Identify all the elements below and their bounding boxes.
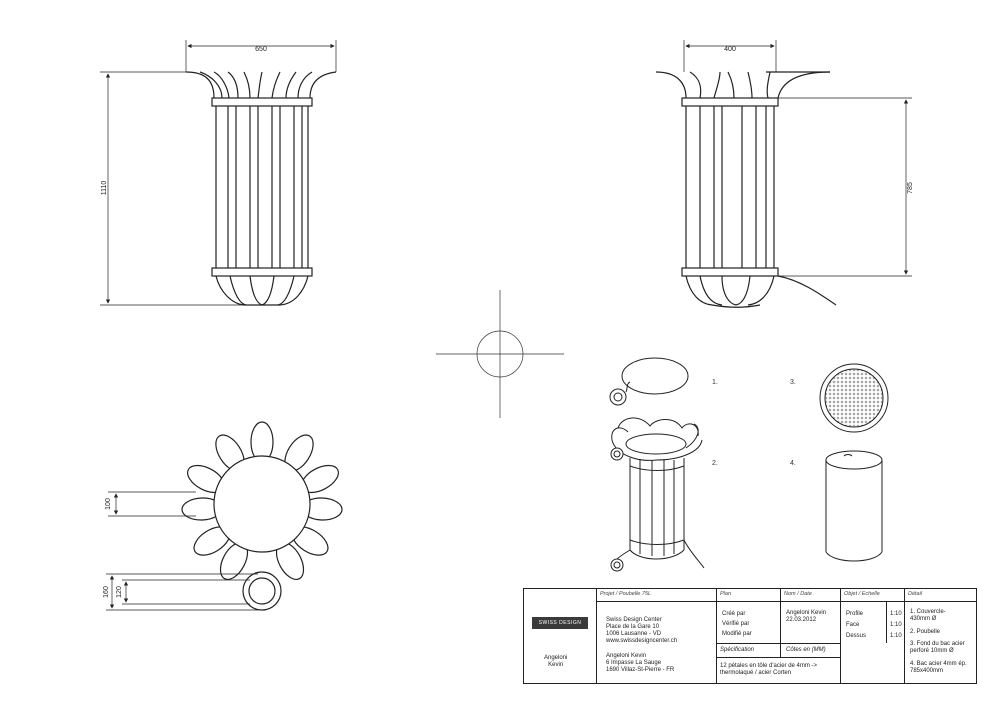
project-header: Projet / Poubelle 75L [600, 591, 652, 597]
objet-name-1: Profile [846, 611, 864, 617]
company-line-2: Place de la Gare 10 [606, 624, 660, 630]
exploded-label-3: 3. [790, 379, 796, 386]
side-dimensions [683, 40, 912, 277]
front-dimensions [100, 40, 337, 306]
petal-width-label: 100 [105, 498, 112, 510]
detail-3: 3. Fond du bac acier perforé 10mm Ø [910, 641, 965, 654]
detail-2: 2. Poubelle [910, 629, 941, 635]
nom-header: Nom / Date [784, 591, 812, 597]
author-address-1: Angeloni Kevin [606, 653, 647, 659]
plan-row-modified: Modifié par [722, 631, 752, 637]
front-height-label: 1110 [101, 181, 108, 196]
objet-scale-3: 1:10 [890, 633, 902, 639]
company-line-3: 1006 Lausanne - VD [606, 631, 662, 637]
plan-row-created: Créé par [722, 611, 746, 617]
front-width-label: 650 [255, 46, 267, 53]
exploded-label-4: 4. [790, 460, 796, 467]
center-crosshair [436, 290, 564, 418]
side-height-label: 785 [907, 182, 914, 194]
top-view [181, 421, 343, 611]
company-line-4: www.swissdesigncenter.ch [606, 638, 678, 644]
exploded-label-2: 2. [712, 460, 718, 467]
detail-4: 4. Bac acier 4mm ép. 785x400mm [910, 661, 967, 674]
company-line-1: Swiss Design Center [606, 617, 662, 623]
detail-header: Détail [908, 591, 923, 597]
ring-diameter-label: 120 [116, 586, 123, 598]
author-address-3: 1690 Villaz-St-Pierre - FR [606, 667, 675, 673]
side-view [655, 71, 837, 308]
side-width-label: 400 [724, 46, 736, 53]
nom-value: Angeloni Kevin 22.03.2012 [786, 610, 827, 623]
author-name: Angeloni Kevin [544, 655, 568, 668]
front-view [185, 71, 337, 306]
plan-header: Plan [720, 591, 732, 597]
company-logo: SWISS DESIGN CENTER [532, 617, 588, 638]
exploded-view [609, 357, 889, 572]
cotes-label: Côtes en (MM) [786, 647, 826, 653]
objet-scale-2: 1:10 [890, 622, 902, 628]
spec-text: 12 pétales en tôle d'acier de 4mm -> the… [720, 663, 818, 676]
exploded-label-1: 1. [712, 379, 718, 386]
plan-row-verified: Vérifié par [722, 621, 750, 627]
objet-name-3: Dessus [846, 633, 867, 639]
ring-offset-label: 160 [103, 586, 110, 598]
author-address-2: 6 Impasse La Sauge [606, 660, 662, 666]
objet-scale-1: 1:10 [890, 611, 902, 617]
objet-header: Objet / Echelle [844, 591, 880, 597]
top-dimensions [106, 491, 258, 611]
spec-header: Spécification [720, 647, 755, 653]
objet-name-2: Face [846, 622, 860, 628]
detail-1: 1. Couvercle- 430mm Ø [910, 609, 946, 622]
title-block: SWISS DESIGN CENTER Angeloni Kevin Proje… [523, 588, 977, 684]
